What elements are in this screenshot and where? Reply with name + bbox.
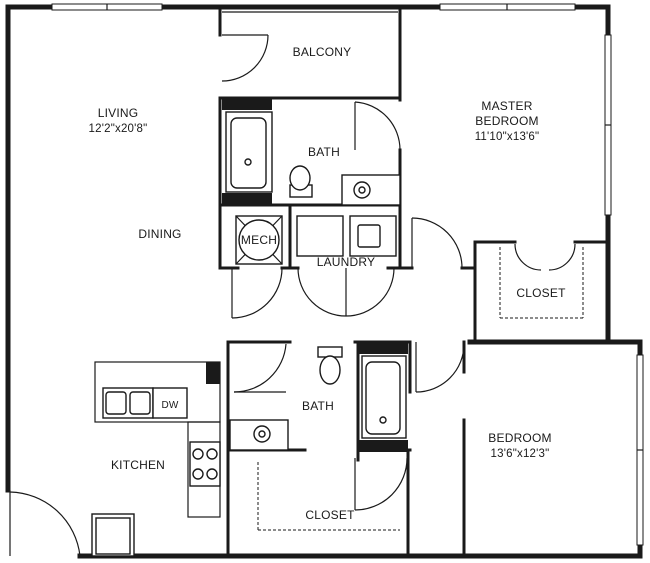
master-bedroom-label-line1: MASTER (481, 99, 532, 113)
room-labels: BALCONY LIVING 12'2"x20'8" DINING BATH M… (89, 45, 566, 522)
bedroom-label: BEDROOM (488, 431, 551, 445)
balcony-label: BALCONY (293, 45, 352, 59)
bedroom-size: 13'6"x12'3" (491, 448, 550, 460)
laundry-label: LAUNDRY (317, 255, 376, 269)
exterior-walls (5, 4, 643, 559)
dishwasher-label: DW (161, 400, 178, 411)
kitchen-label: KITCHEN (111, 458, 165, 472)
dining-label: DINING (138, 227, 181, 241)
fixtures (91, 98, 408, 557)
living-label: LIVING (98, 106, 139, 120)
master-bedroom-label-line2: BEDROOM (475, 114, 538, 128)
upper-bath-label: BATH (308, 145, 340, 159)
lower-bath-label: BATH (302, 399, 334, 413)
interior-walls (94, 5, 610, 558)
doors (9, 34, 576, 557)
mech-label: MECH (241, 233, 277, 247)
master-closet-label: CLOSET (516, 286, 566, 300)
master-bedroom-size: 11'10"x13'6" (475, 131, 540, 143)
windows (51, 3, 644, 546)
lower-closet-label: CLOSET (305, 508, 355, 522)
living-size: 12'2"x20'8" (89, 123, 148, 135)
